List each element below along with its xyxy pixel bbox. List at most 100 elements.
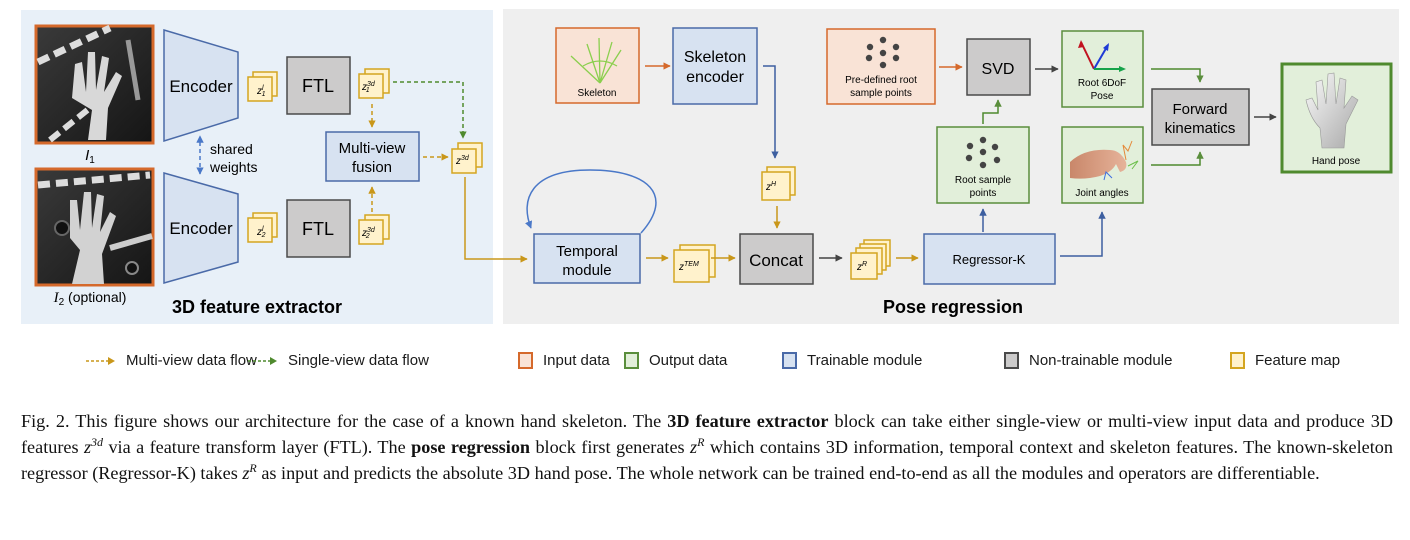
- extractor-title: 3D feature extractor: [172, 297, 342, 317]
- svg-text:Encoder: Encoder: [169, 219, 233, 238]
- figure-number: Fig. 2.: [21, 411, 70, 431]
- caption-text: This figure shows our architecture for t…: [69, 411, 668, 431]
- legend-feature-map: Feature map: [1230, 352, 1340, 369]
- legend-input-data: Input data: [518, 352, 610, 369]
- svg-text:FTL: FTL: [302, 76, 334, 96]
- legend-output-data: Output data: [624, 352, 727, 369]
- legend-label: Output data: [649, 352, 728, 369]
- joint-angles: Joint angles: [1061, 126, 1144, 204]
- caption-math-sup: 3d: [91, 434, 104, 449]
- svg-text:Skeleton: Skeleton: [578, 88, 617, 99]
- temporal-loop-arrow: [525, 169, 657, 234]
- arrow-root-pose-to-fk: [1151, 68, 1204, 83]
- svg-text:Encoder: Encoder: [169, 77, 233, 96]
- svg-text:zl1: zl1: [256, 85, 266, 98]
- legend-singleview-flow: Single-view data flow: [248, 352, 429, 369]
- caption-math-sup: R: [249, 460, 257, 475]
- svg-text:z3d: z3d: [455, 155, 470, 167]
- arrow-encoder-to-zH: [763, 65, 779, 159]
- caption-text: via a feature transform layer (FTL). The: [103, 437, 412, 457]
- legend-label: Single-view data flow: [288, 352, 429, 369]
- svg-text:FTL: FTL: [302, 219, 334, 239]
- svg-text:zTEM: zTEM: [678, 261, 699, 273]
- svg-text:Hand pose: Hand pose: [1312, 156, 1361, 167]
- encoder-1: Encoder: [163, 28, 239, 143]
- swatch-nontrainable: [1004, 352, 1019, 369]
- svg-text:zl2: zl2: [256, 226, 266, 239]
- swatch-output: [624, 352, 639, 369]
- svg-text:zR: zR: [856, 261, 867, 273]
- arrow-z3d-to-temporal: [464, 177, 528, 263]
- legend: Multi-view data flow Single-view data fl…: [0, 340, 1410, 384]
- swatch-trainable: [782, 352, 797, 369]
- ftl-2: FTL: [286, 199, 351, 258]
- regression-title: Pose regression: [883, 297, 1023, 317]
- swatch-input: [518, 352, 533, 369]
- caption-bold-term: pose regression: [411, 437, 531, 457]
- caption-math: z: [690, 437, 698, 457]
- input-image-2: [34, 167, 155, 287]
- hand-pose-output: Hand pose: [1280, 62, 1393, 174]
- legend-label: Multi-view data flow: [126, 352, 257, 369]
- legend-label: Input data: [543, 352, 610, 369]
- ftl-1: FTL: [286, 56, 351, 115]
- legend-multiview-flow: Multi-view data flow: [86, 352, 257, 369]
- arrow-root-points-to-svd: [982, 99, 1002, 124]
- legend-trainable: Trainable module: [782, 352, 922, 369]
- figure-caption: Fig. 2. This figure shows our architectu…: [21, 408, 1393, 486]
- arrow-regressor-to-joint-angles: [1060, 211, 1106, 257]
- feature-map-zH: zH: [761, 166, 796, 201]
- image-2-label: I2 (optional): [53, 289, 127, 308]
- legend-label: Non-trainable module: [1029, 352, 1173, 369]
- svd: SVD: [966, 38, 1031, 96]
- concat: Concat: [739, 233, 814, 285]
- caption-bold-term: 3D feature extractor: [667, 411, 829, 431]
- svg-text:SVD: SVD: [982, 61, 1015, 78]
- legend-nontrainable: Non-trainable module: [1004, 352, 1172, 369]
- svg-text:Joint angles: Joint angles: [1075, 188, 1128, 199]
- svg-text:zH: zH: [765, 181, 777, 193]
- feature-map-z3d: z3d: [451, 142, 483, 174]
- encoder-2: Encoder: [163, 172, 239, 284]
- caption-text: block first generates: [530, 437, 691, 457]
- caption-text: which contains 3D information, temporal …: [21, 437, 1393, 483]
- svg-text:Concat: Concat: [749, 251, 803, 270]
- dashed-arrow-icon: [248, 356, 277, 365]
- skeleton-input: Skeleton: [555, 27, 640, 104]
- image-1-label: I1: [85, 147, 95, 166]
- feature-map-zTEM: zTEM: [673, 244, 716, 283]
- svg-text:Regressor-K: Regressor-K: [953, 252, 1026, 267]
- swatch-feature: [1230, 352, 1245, 369]
- dashed-arrow-icon: [86, 356, 115, 365]
- caption-math: z: [242, 463, 250, 483]
- regressor-k: Regressor-K: [923, 233, 1056, 285]
- arrow-single-view: [393, 81, 467, 139]
- caption-math-sup: R: [697, 434, 705, 449]
- caption-text: as input and predicts the absolute 3D ha…: [256, 463, 1320, 483]
- legend-label: Feature map: [1255, 352, 1341, 369]
- feature-map-zR: zR: [850, 239, 891, 280]
- input-image-1: [34, 24, 155, 145]
- arrow-joint-angles-to-fk: [1151, 151, 1204, 166]
